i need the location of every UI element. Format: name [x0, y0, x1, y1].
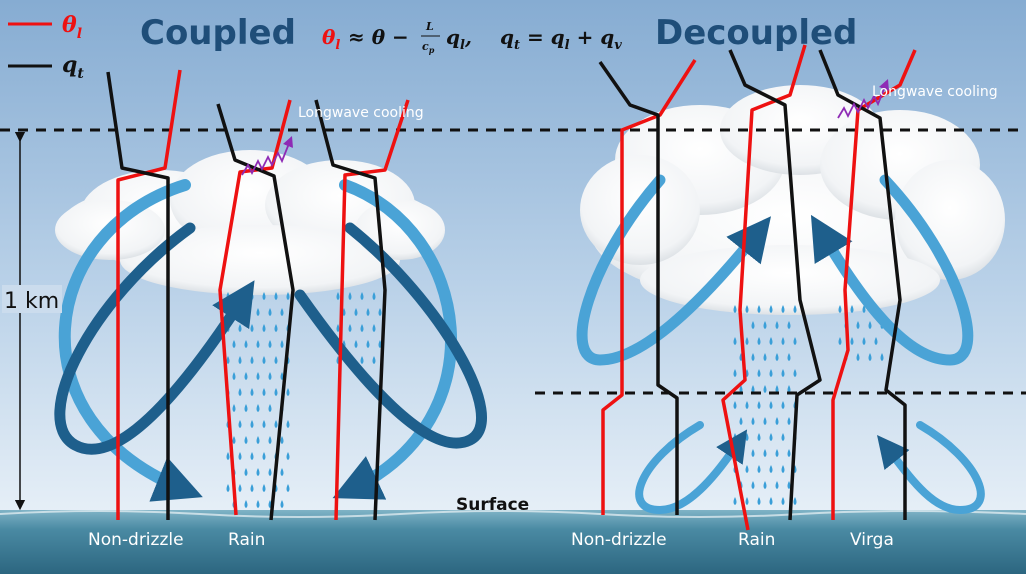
coupled-circulation-arrows — [54, 179, 487, 502]
coupled-profiles — [106, 69, 410, 521]
label-decoupled-rain: Rain — [738, 530, 775, 550]
coupled-title: Coupled — [140, 13, 296, 53]
decoupled-virga-theta — [831, 49, 917, 520]
label-coupled-rain: Rain — [228, 530, 265, 550]
equation-qt-sum: qt = ql + qv — [500, 25, 622, 53]
equation-ql: ql, — [446, 25, 472, 53]
longwave-label-right: Longwave cooling — [872, 84, 998, 100]
equation-fraction-denominator: cp — [422, 40, 435, 55]
coupled-arrow-right-inner — [294, 222, 487, 449]
coupled-arrow-right-outer — [332, 179, 457, 500]
label-coupled-nondrizzle: Non-drizzle — [88, 530, 184, 550]
decoupled-rain-qt — [728, 49, 822, 521]
decoupled-profiles — [598, 44, 917, 531]
longwave-label-left: Longwave cooling — [298, 105, 424, 121]
decoupled-circulation-arrows — [576, 174, 985, 515]
decoupled-title: Decoupled — [655, 13, 857, 53]
coupled-arrow-left-outer — [58, 179, 203, 502]
sea-surface — [0, 510, 1026, 574]
height-label-bg — [2, 285, 62, 313]
label-decoupled-nondrizzle: Non-drizzle — [571, 530, 667, 550]
coupled-nondrizzle-qt — [106, 71, 170, 520]
coupled-right-qt — [314, 99, 387, 521]
legend: θl qt — [8, 12, 84, 82]
decoupled-nondrizzle-qt — [598, 60, 679, 515]
label-decoupled-virga: Virga — [850, 530, 894, 550]
equation-fraction-numerator: L — [425, 20, 434, 33]
legend-theta-label: θl — [62, 12, 82, 42]
surface-label: Surface — [456, 495, 529, 515]
longwave-squiggle-left — [241, 135, 294, 176]
coupled-rain-qt — [216, 103, 295, 521]
coupled-rain-theta — [218, 99, 292, 516]
coupled-right-theta — [334, 99, 410, 521]
coupled-arrow-left-inner — [54, 222, 255, 455]
legend-qt-label: qt — [62, 52, 84, 82]
decoupled-rain-theta — [721, 44, 807, 531]
decoupled-nondrizzle-theta — [601, 59, 697, 515]
decoupled-virga-qt — [818, 49, 907, 520]
equation-lhs: θl — [322, 25, 340, 53]
decoupled-arrow-upper-left — [576, 174, 771, 366]
height-label: 1 km — [4, 289, 59, 314]
equation-approx: ≈ θ − — [348, 25, 409, 49]
theta-l-equation: θl ≈ θ − L cp ql, qt = ql + qv — [322, 20, 622, 55]
decoupled-arrow-upper-right — [810, 174, 974, 366]
longwave-squiggle-right — [837, 78, 890, 119]
longwave-cooling-symbols — [241, 78, 890, 176]
decoupled-arrow-lower-left — [635, 421, 748, 515]
